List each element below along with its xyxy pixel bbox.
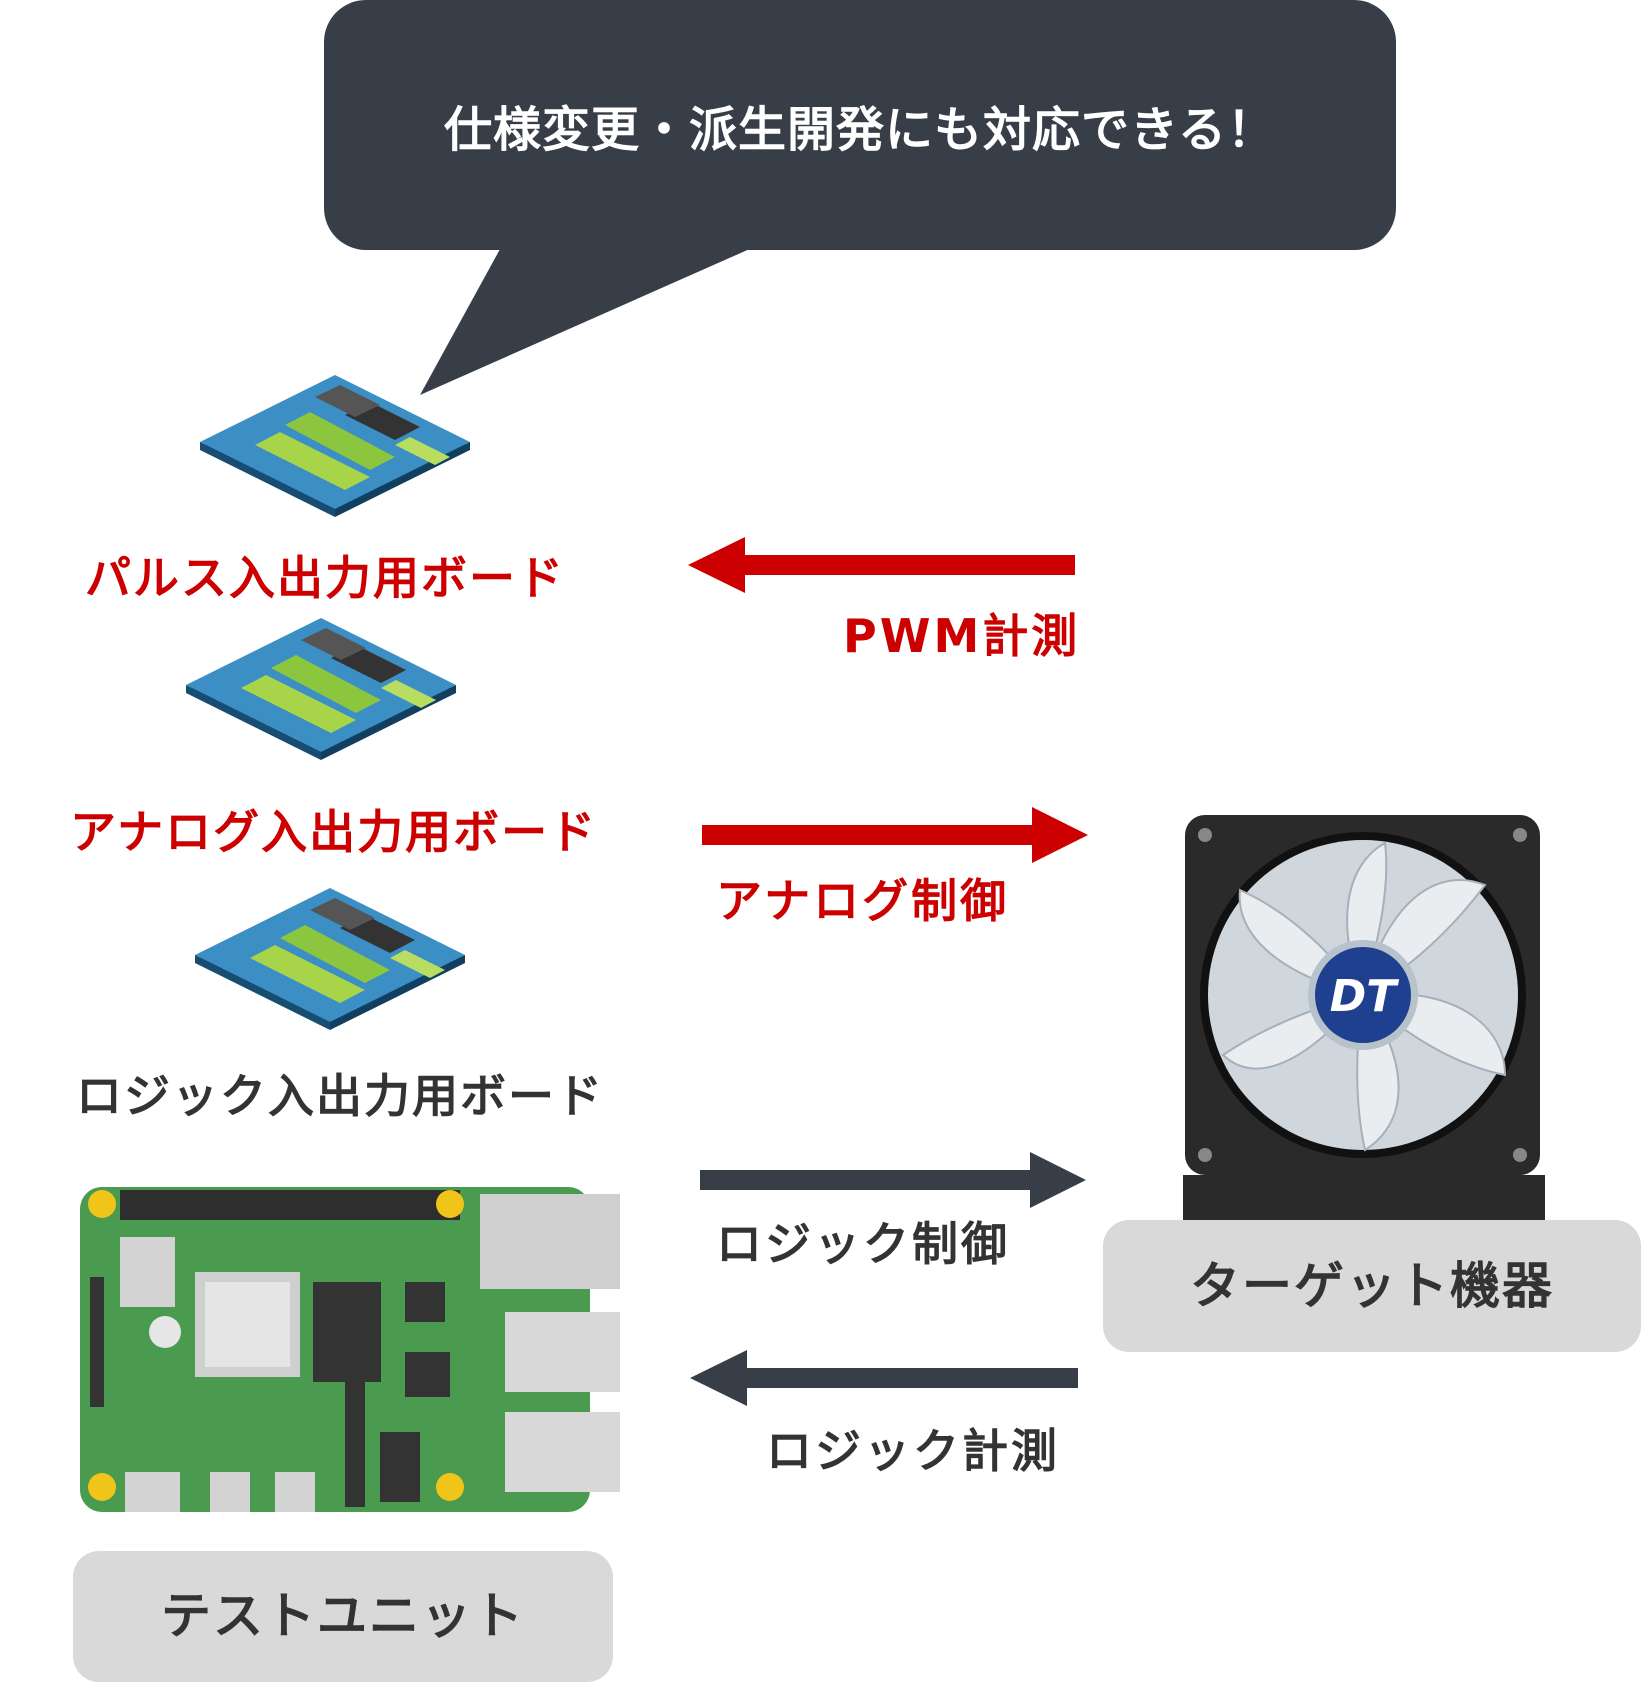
speech-bubble	[324, 0, 1396, 250]
signal-label-analog-control: アナログ制御	[716, 874, 1010, 928]
board-label-analog: アナログ入出力用ボード	[70, 805, 598, 859]
signal-label-logic-measure: ロジック計測	[766, 1424, 1060, 1478]
signal-label-pwm-measure: PWM計測	[843, 609, 1081, 663]
board-label-pulse: パルス入出力用ボード	[85, 551, 565, 605]
speech-bubble-text: 仕様変更・派生開発にも対応できる！	[443, 102, 1277, 158]
circuit-board-icon	[200, 375, 470, 517]
board-label-logic: ロジック入出力用ボード	[76, 1069, 604, 1123]
circuit-board-icon	[195, 888, 465, 1030]
target-device-label: ターゲット機器	[1103, 1220, 1641, 1352]
circuit-board-icon	[186, 618, 456, 760]
test-unit-label: テストユニット	[73, 1551, 613, 1682]
raspberry-pi-board-icon	[80, 1187, 620, 1512]
fan-logo-text: DT	[1330, 971, 1400, 1022]
speech-bubble-tail	[420, 240, 770, 395]
cooling-fan-icon: DT	[1183, 815, 1545, 1227]
signal-label-logic-control: ロジック制御	[716, 1217, 1010, 1271]
